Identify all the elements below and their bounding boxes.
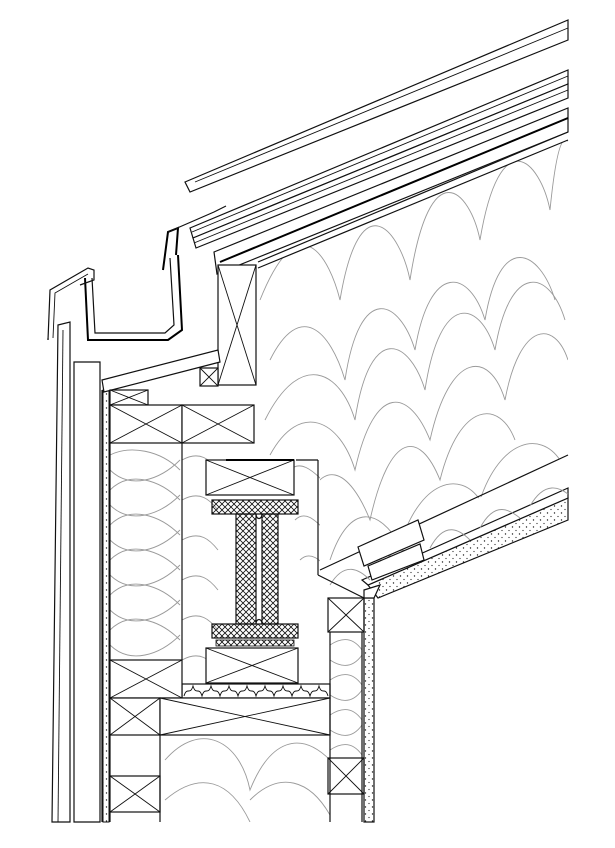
i-joist-beam [205, 459, 319, 684]
wall-insulation [110, 449, 362, 822]
ceiling-insulation [329, 487, 569, 586]
wall-plate-timbers [101, 264, 257, 444]
rafter-insulation [259, 140, 568, 561]
wall-cladding [51, 321, 110, 823]
ceiling-board [319, 454, 569, 599]
downstand-wall [327, 584, 382, 823]
roof-eaves-gutter [84, 205, 227, 341]
drip-flashing [47, 267, 95, 341]
floor-plate [109, 659, 331, 822]
batten-block [357, 519, 425, 581]
roof-covering [184, 19, 569, 275]
